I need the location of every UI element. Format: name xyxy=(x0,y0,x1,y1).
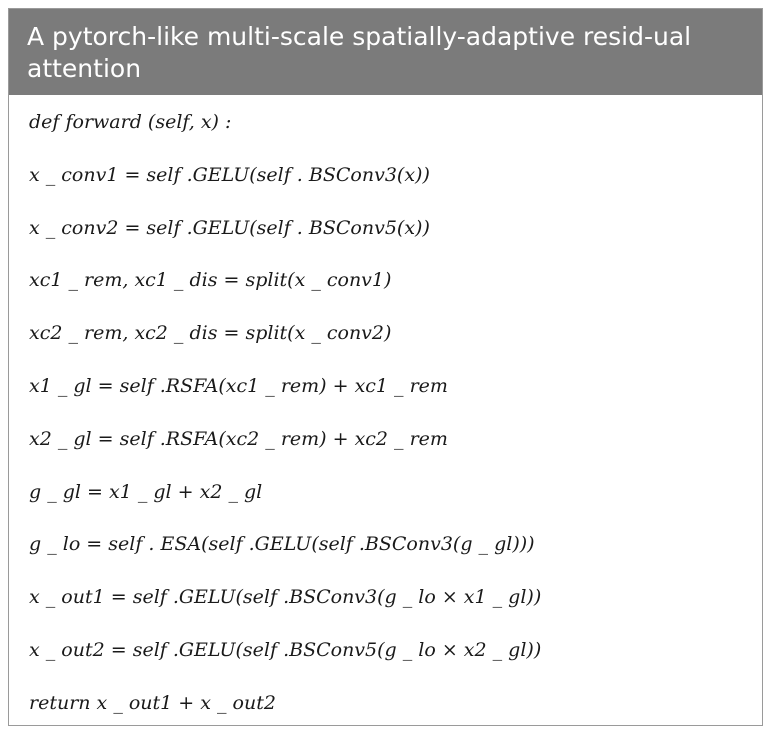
algorithm-header: A pytorch-like multi-scale spatially-ada… xyxy=(9,9,762,95)
code-line-split-conv2: xc2 _ rem, xc2 _ dis = split(x _ conv2) xyxy=(29,322,392,344)
code-line-x1-gl: x1 _ gl = self .RSFA(xc1 _ rem) + xc1 _ … xyxy=(29,375,448,397)
code-line-x-out2: x _ out2 = self .GELU(self .BSConv5(g _ … xyxy=(29,639,542,661)
algorithm-box: A pytorch-like multi-scale spatially-ada… xyxy=(8,8,763,726)
code-line-x-out1: x _ out1 = self .GELU(self .BSConv3(g _ … xyxy=(29,586,542,608)
code-line-x2-gl: x2 _ gl = self .RSFA(xc2 _ rem) + xc2 _ … xyxy=(29,428,448,450)
code-line-g-lo: g _ lo = self . ESA(self .GELU(self .BSC… xyxy=(29,533,535,555)
code-line-split-conv1: xc1 _ rem, xc1 _ dis = split(x _ conv1) xyxy=(29,269,392,291)
code-line-x-conv2: x _ conv2 = self .GELU(self . BSConv5(x)… xyxy=(29,217,430,239)
code-line-x-conv1: x _ conv1 = self .GELU(self . BSConv3(x)… xyxy=(29,164,430,186)
code-line-return: return x _ out1 + x _ out2 xyxy=(29,692,276,714)
algorithm-title: A pytorch-like multi-scale spatially-ada… xyxy=(27,22,692,83)
code-line-def-forward: def forward (self, x) : xyxy=(29,111,232,133)
code-line-g-gl: g _ gl = x1 _ gl + x2 _ gl xyxy=(29,481,263,503)
